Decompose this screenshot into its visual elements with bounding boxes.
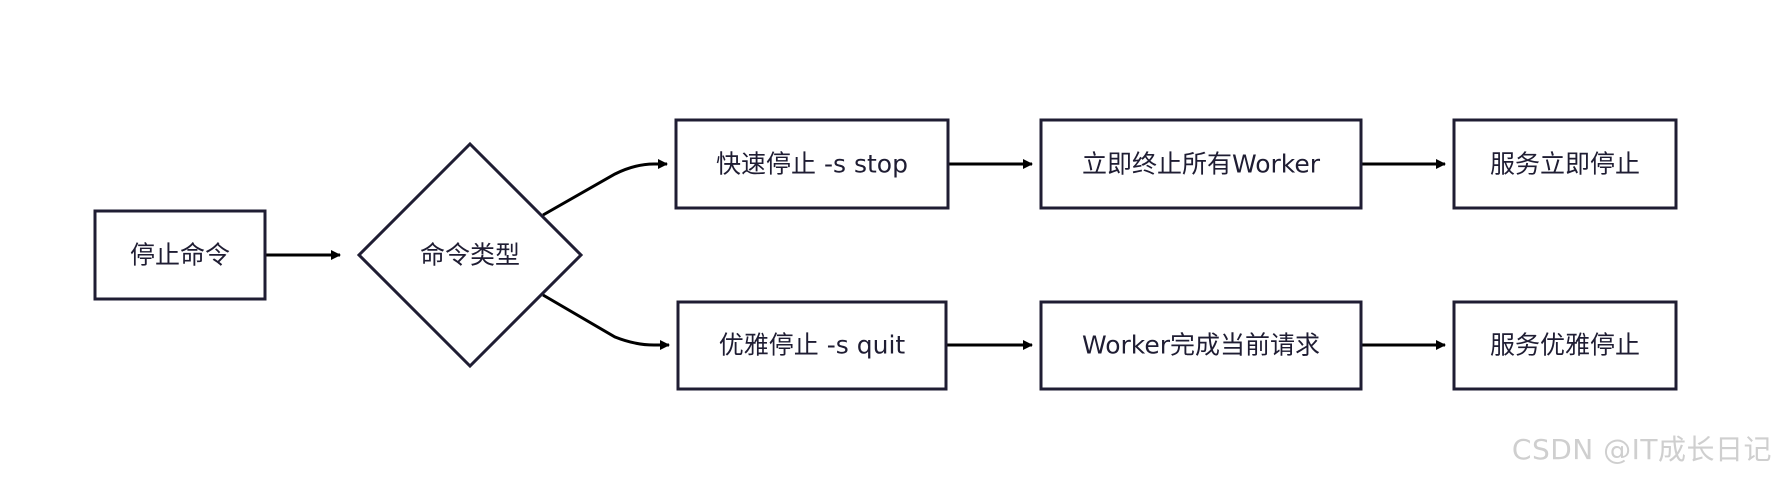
node-worker-finish: Worker完成当前请求 xyxy=(1039,300,1363,391)
node-terminate-workers-label: 立即终止所有Worker xyxy=(1082,150,1321,179)
node-graceful-stop-label: 优雅停止 -s quit xyxy=(719,331,906,360)
node-service-stop-graceful-label: 服务优雅停止 xyxy=(1490,331,1640,360)
node-command-type-decision: 命令类型 xyxy=(356,141,584,369)
node-service-stop-graceful: 服务优雅停止 xyxy=(1452,300,1678,391)
node-graceful-stop: 优雅停止 -s quit xyxy=(676,300,948,391)
node-command-type-label: 命令类型 xyxy=(420,241,520,270)
edge-command-type-to-fast-stop xyxy=(542,159,668,217)
node-worker-finish-label: Worker完成当前请求 xyxy=(1082,331,1320,360)
edge-command-type-to-graceful-stop xyxy=(542,293,670,350)
node-service-stop-now-label: 服务立即停止 xyxy=(1490,150,1640,179)
watermark-text: CSDN @IT成长日记 xyxy=(1511,433,1772,466)
node-fast-stop-label: 快速停止 -s stop xyxy=(716,150,908,179)
node-service-stop-now: 服务立即停止 xyxy=(1452,118,1678,210)
node-terminate-workers: 立即终止所有Worker xyxy=(1039,118,1363,210)
node-stop-command: 停止命令 xyxy=(93,209,267,301)
node-fast-stop: 快速停止 -s stop xyxy=(674,118,950,210)
node-stop-command-label: 停止命令 xyxy=(130,241,230,270)
